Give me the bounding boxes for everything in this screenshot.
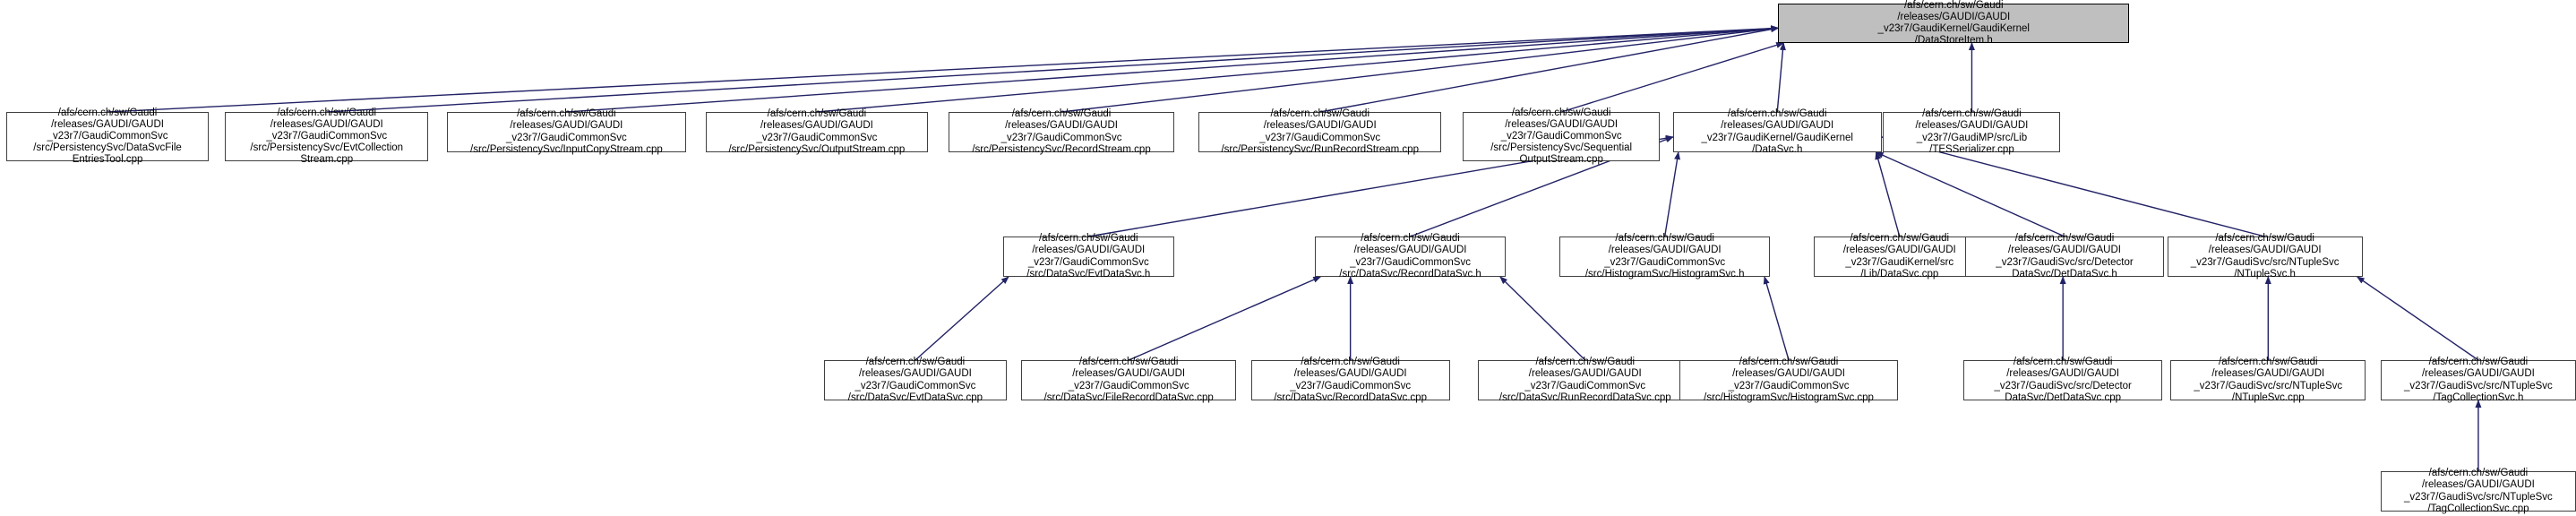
graph-edge (1875, 151, 2065, 237)
graph-node-label: /afs/cern.ch/sw/Gaudi /releases/GAUDI/GA… (1043, 357, 1214, 403)
graph-node-recorddatasvc_cpp[interactable]: /afs/cern.ch/sw/Gaudi /releases/GAUDI/GA… (1250, 357, 1450, 403)
graph-node-label: /afs/cern.ch/sw/Gaudi /releases/GAUDI/GA… (1996, 233, 2134, 280)
graph-edge (1663, 151, 1681, 237)
graph-edge (1875, 151, 1901, 237)
graph-node-evtdatasvc_h[interactable]: /afs/cern.ch/sw/Gaudi /releases/GAUDI/GA… (1002, 233, 1174, 280)
graph-node-histogramsvc_cpp[interactable]: /afs/cern.ch/sw/Gaudi /releases/GAUDI/GA… (1679, 357, 1898, 403)
graph-node-label: /afs/cern.ch/sw/Gaudi /releases/GAUDI/GA… (1704, 357, 1874, 403)
graph-edge (566, 25, 1780, 113)
graph-node-sequentialoutputstream[interactable]: /afs/cern.ch/sw/Gaudi /releases/GAUDI/GA… (1463, 108, 1661, 165)
graph-edge (1776, 42, 1786, 113)
graph-node-histogramsvc_h[interactable]: /afs/cern.ch/sw/Gaudi /releases/GAUDI/GA… (1559, 233, 1770, 280)
graph-node-label: /afs/cern.ch/sw/Gaudi /releases/GAUDI/GA… (1498, 357, 1671, 403)
graph-node-tagcollectionsvc_h[interactable]: /afs/cern.ch/sw/Gaudi /releases/GAUDI/GA… (2380, 357, 2576, 403)
graph-edge (107, 25, 1780, 113)
graph-edge (1319, 26, 1780, 113)
graph-edge (1128, 276, 1322, 361)
graph-node-label: /afs/cern.ch/sw/Gaudi /releases/GAUDI/GA… (1026, 233, 1151, 280)
graph-node-recorddatasvc_h[interactable]: /afs/cern.ch/sw/Gaudi /releases/GAUDI/GA… (1315, 233, 1506, 280)
graph-edge (1560, 42, 1785, 113)
graph-node-ntuplesvc_cpp[interactable]: /afs/cern.ch/sw/Gaudi /releases/GAUDI/GA… (2170, 357, 2366, 403)
graph-node-label: /afs/cern.ch/sw/Gaudi /releases/GAUDI/GA… (1339, 233, 1481, 280)
graph-node-datasvcfileentriestool[interactable]: /afs/cern.ch/sw/Gaudi /releases/GAUDI/GA… (6, 108, 209, 165)
graph-node-label: /afs/cern.ch/sw/Gaudi /releases/GAUDI/GA… (1994, 357, 2132, 403)
graph-node-label: /afs/cern.ch/sw/Gaudi /releases/GAUDI/GA… (1877, 0, 2030, 47)
graph-edge (816, 25, 1780, 113)
graph-node-detdatasvc_cpp[interactable]: /afs/cern.ch/sw/Gaudi /releases/GAUDI/GA… (1963, 357, 2163, 403)
graph-node-inputcopystream[interactable]: /afs/cern.ch/sw/Gaudi /releases/GAUDI/GA… (446, 108, 687, 155)
graph-edge (1499, 276, 1586, 361)
graph-node-datasvc_cpp[interactable]: /afs/cern.ch/sw/Gaudi /releases/GAUDI/GA… (1814, 233, 1986, 280)
graph-node-ntuplesvc_h[interactable]: /afs/cern.ch/sw/Gaudi /releases/GAUDI/GA… (2167, 233, 2363, 280)
graph-node-label: /afs/cern.ch/sw/Gaudi /releases/GAUDI/GA… (1274, 357, 1427, 403)
graph-node-recordstream[interactable]: /afs/cern.ch/sw/Gaudi /releases/GAUDI/GA… (949, 108, 1174, 155)
graph-node-runrecorddatasvc_cpp[interactable]: /afs/cern.ch/sw/Gaudi /releases/GAUDI/GA… (1477, 357, 1693, 403)
graph-node-evtcollectionstream[interactable]: /afs/cern.ch/sw/Gaudi /releases/GAUDI/GA… (225, 108, 429, 165)
graph-edge (1060, 25, 1780, 113)
graph-node-label: /afs/cern.ch/sw/Gaudi /releases/GAUDI/GA… (2190, 233, 2340, 280)
graph-node-label: /afs/cern.ch/sw/Gaudi /releases/GAUDI/GA… (728, 108, 906, 155)
graph-node-label: /afs/cern.ch/sw/Gaudi /releases/GAUDI/GA… (1842, 233, 1956, 280)
graph-node-filerecorddatasvc_cpp[interactable]: /afs/cern.ch/sw/Gaudi /releases/GAUDI/GA… (1021, 357, 1237, 403)
graph-node-datasvc_h[interactable]: /afs/cern.ch/sw/Gaudi /releases/GAUDI/GA… (1672, 108, 1882, 155)
graph-edge (2356, 276, 2479, 361)
graph-edge (914, 276, 1009, 361)
graph-node-detdatasvc_h[interactable]: /afs/cern.ch/sw/Gaudi /releases/GAUDI/GA… (1965, 233, 2164, 280)
graph-edge (1763, 276, 1790, 361)
graph-node-label: /afs/cern.ch/sw/Gaudi /releases/GAUDI/GA… (2194, 357, 2343, 403)
graph-node-label: /afs/cern.ch/sw/Gaudi /releases/GAUDI/GA… (847, 357, 983, 403)
graph-node-label: /afs/cern.ch/sw/Gaudi /releases/GAUDI/GA… (250, 107, 404, 166)
graph-node-label: /afs/cern.ch/sw/Gaudi /releases/GAUDI/GA… (470, 108, 663, 155)
graph-node-label: /afs/cern.ch/sw/Gaudi /releases/GAUDI/GA… (33, 107, 182, 166)
graph-node-label: /afs/cern.ch/sw/Gaudi /releases/GAUDI/GA… (2404, 357, 2553, 403)
graph-node-tagcollectionsvc_cpp[interactable]: /afs/cern.ch/sw/Gaudi /releases/GAUDI/GA… (2380, 468, 2576, 514)
graph-node-tesserializer[interactable]: /afs/cern.ch/sw/Gaudi /releases/GAUDI/GA… (1883, 108, 2061, 155)
graph-node-label: /afs/cern.ch/sw/Gaudi /releases/GAUDI/GA… (1915, 108, 2029, 155)
graph-node-label: /afs/cern.ch/sw/Gaudi /releases/GAUDI/GA… (1490, 107, 1633, 166)
graph-node-evtdatasvc_cpp[interactable]: /afs/cern.ch/sw/Gaudi /releases/GAUDI/GA… (824, 357, 1007, 403)
graph-node-outputstream[interactable]: /afs/cern.ch/sw/Gaudi /releases/GAUDI/GA… (706, 108, 928, 155)
graph-node-root[interactable]: /afs/cern.ch/sw/Gaudi /releases/GAUDI/GA… (1778, 0, 2130, 46)
graph-node-label: /afs/cern.ch/sw/Gaudi /releases/GAUDI/GA… (1221, 108, 1419, 155)
graph-node-label: /afs/cern.ch/sw/Gaudi /releases/GAUDI/GA… (1701, 108, 1853, 155)
graph-node-label: /afs/cern.ch/sw/Gaudi /releases/GAUDI/GA… (2404, 468, 2553, 514)
graph-edge (326, 25, 1780, 113)
graph-node-runrecordstream[interactable]: /afs/cern.ch/sw/Gaudi /releases/GAUDI/GA… (1198, 108, 1442, 155)
graph-node-label: /afs/cern.ch/sw/Gaudi /releases/GAUDI/GA… (972, 108, 1151, 155)
graph-node-label: /afs/cern.ch/sw/Gaudi /releases/GAUDI/GA… (1584, 233, 1745, 280)
